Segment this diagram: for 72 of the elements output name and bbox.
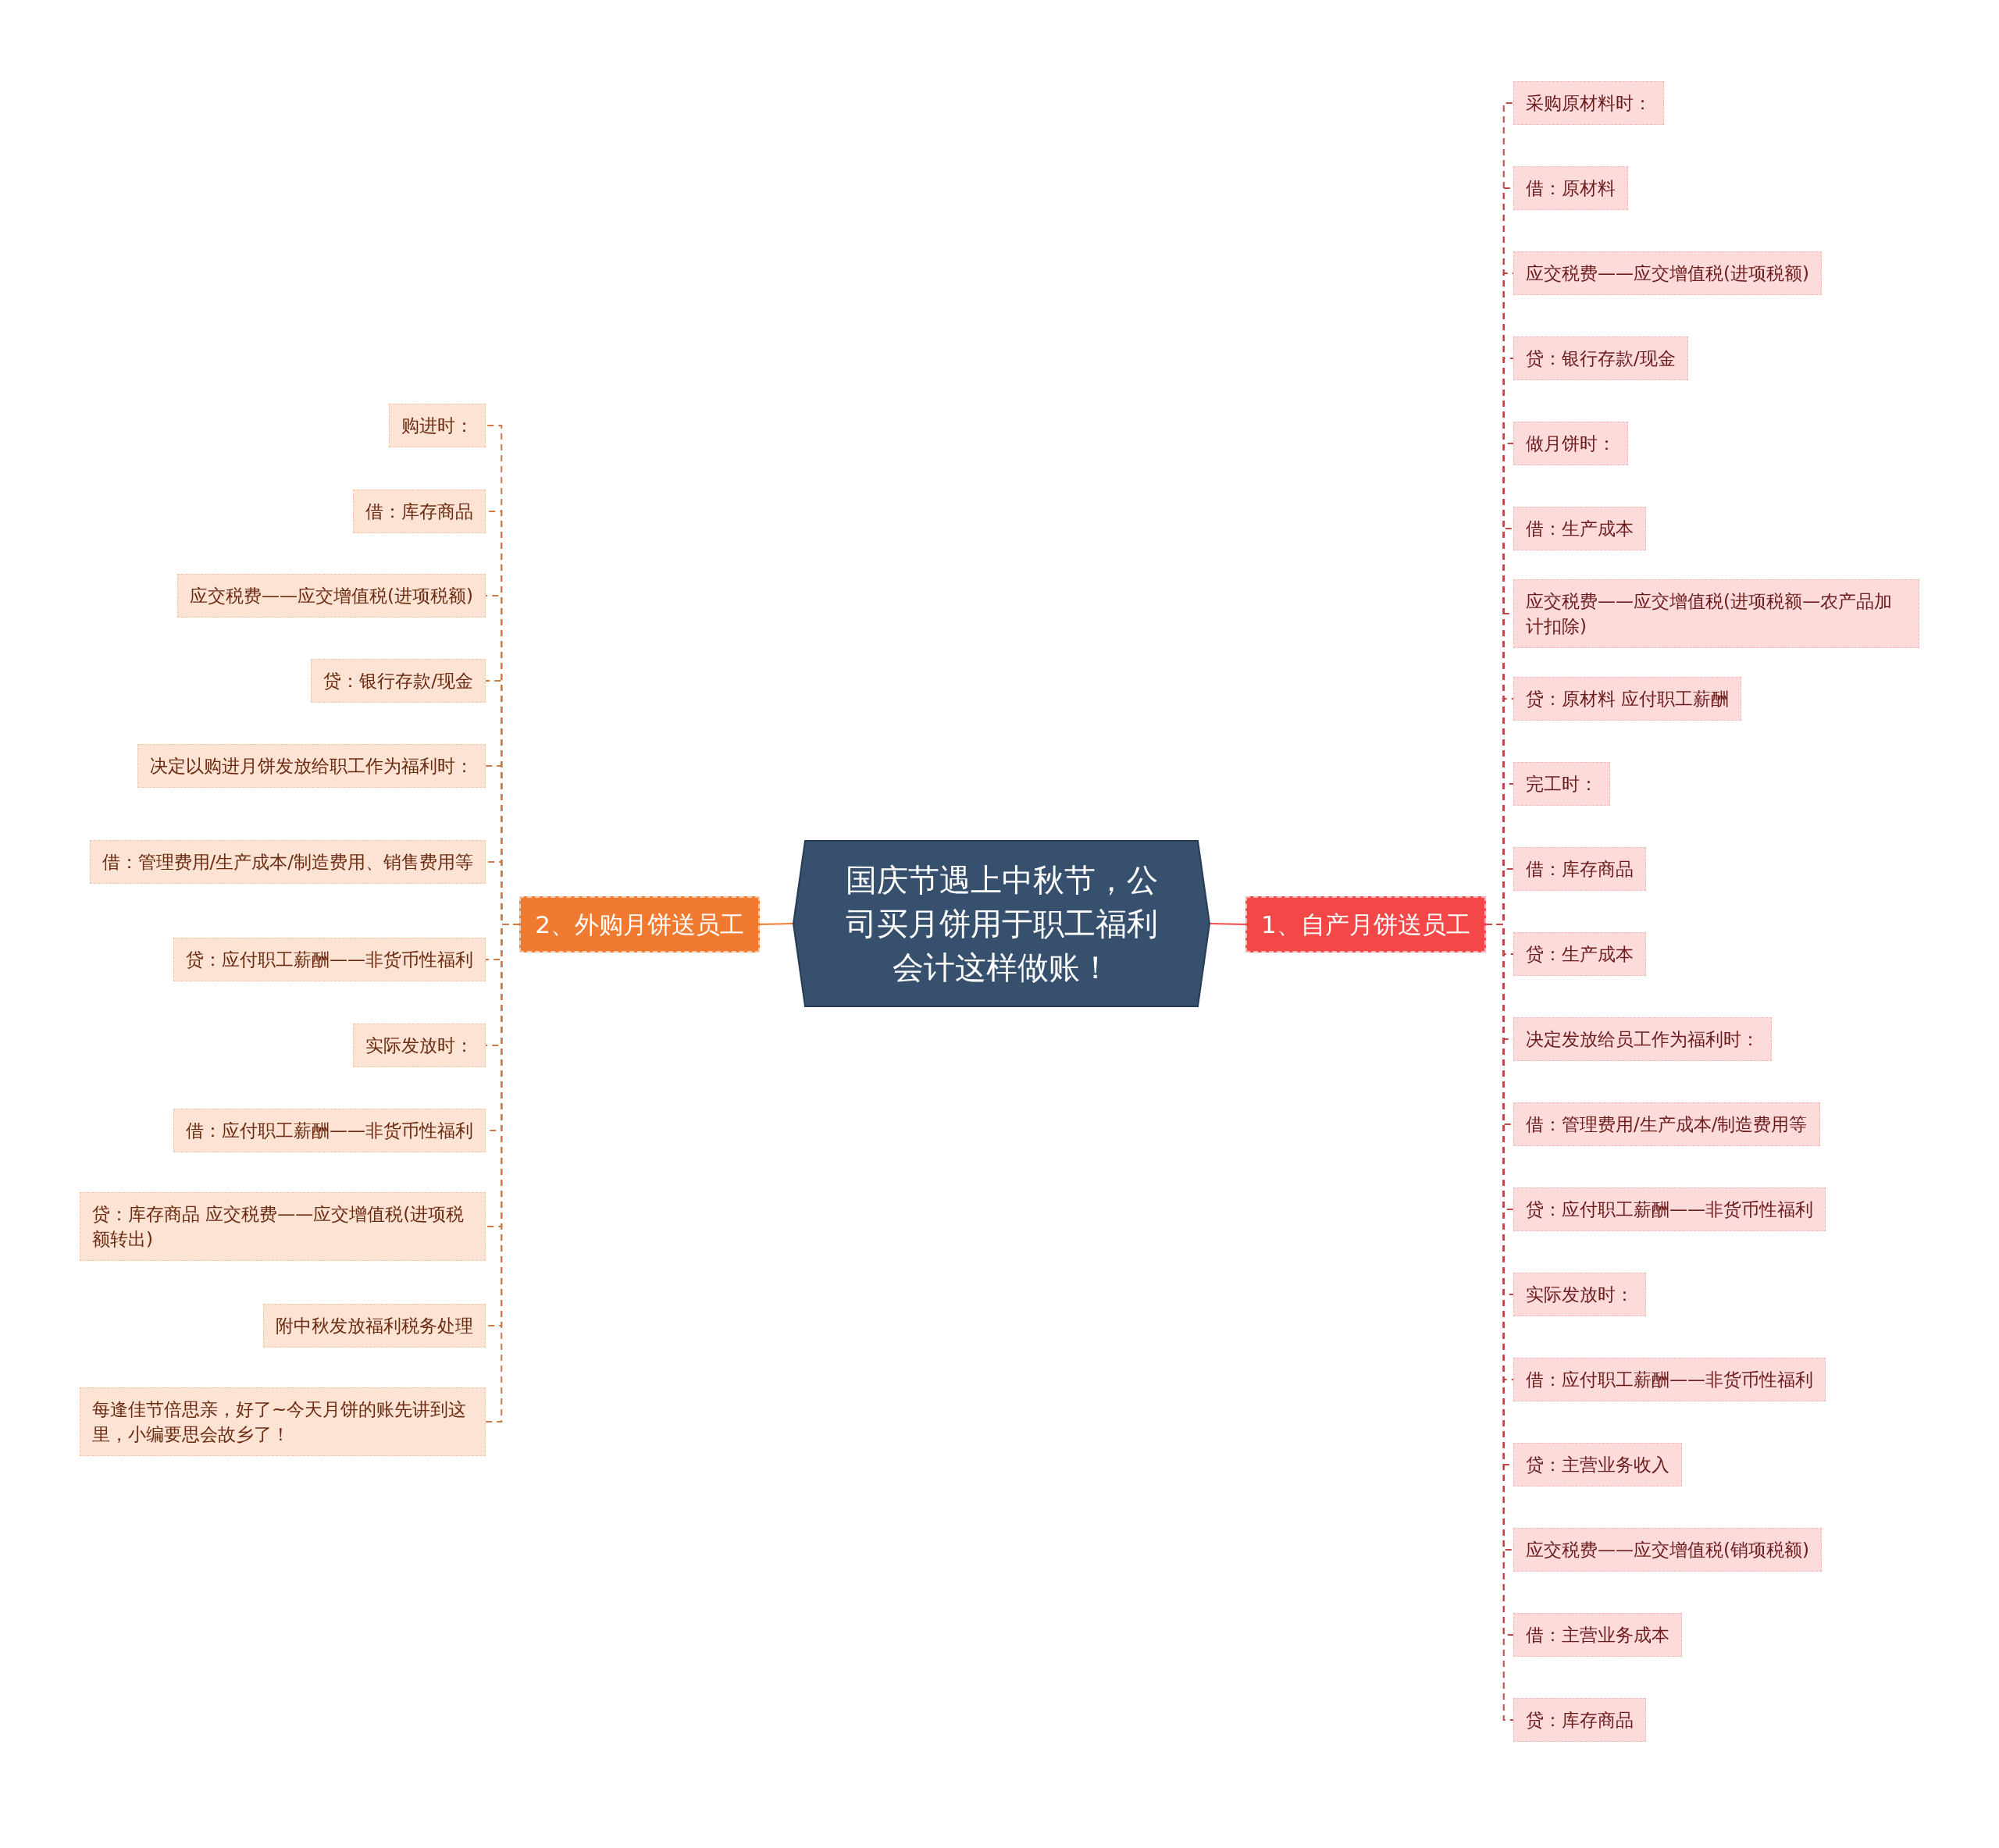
leaf-topic <box>263 1304 486 1348</box>
topic-text: 应交税费——应交增值税(进项税额) <box>1526 262 1809 285</box>
topic-text: 决定发放给员工作为福利时： <box>1526 1028 1759 1051</box>
leaf-topic <box>389 404 486 447</box>
topic-text: 贷：应付职工薪酬——非货币性福利 <box>1526 1198 1813 1221</box>
topic-text: 贷：银行存款/现金 <box>323 670 473 693</box>
topic-text: 1、自产月饼送员工 <box>1261 910 1470 940</box>
topic-text: 借：库存商品 <box>365 500 473 523</box>
leaf-topic <box>1513 932 1646 976</box>
topic-text: 附中秋发放福利税务处理 <box>276 1315 473 1337</box>
leaf-topic <box>1513 422 1628 465</box>
leaf-topic <box>353 1024 486 1067</box>
leaf-topic <box>1513 507 1646 550</box>
topic-text: 借：主营业务成本 <box>1526 1624 1669 1647</box>
topic-text: 贷：银行存款/现金 <box>1526 347 1676 370</box>
leaf-topic <box>1513 579 1919 648</box>
leaf-topic <box>173 1109 486 1152</box>
topic-text: 贷：库存商品 <box>1526 1709 1634 1732</box>
topic-text: 做月饼时： <box>1526 433 1616 455</box>
leaf-topic <box>177 574 486 618</box>
topic-text: 借：管理费用/生产成本/制造费用等 <box>1526 1113 1808 1136</box>
leaf-topic <box>137 744 486 788</box>
topic-text: 借：应付职工薪酬——非货币性福利 <box>1526 1369 1813 1391</box>
topic-text: 贷：应付职工薪酬——非货币性福利 <box>186 949 473 971</box>
connector <box>1210 923 1246 925</box>
topic-text: 每逢佳节倍思亲，好了~今天月饼的账先讲到这里，小编要思会故乡了！ <box>92 1398 468 1446</box>
leaf-topic <box>1513 762 1610 806</box>
leaf-topic <box>1513 1528 1822 1572</box>
topic-text: 借：库存商品 <box>1526 858 1634 881</box>
topic-text: 应交税费——应交增值税(进项税额—农产品加计扣除) <box>1526 590 1893 638</box>
topic-text: 完工时： <box>1526 773 1598 796</box>
leaf-topic <box>80 1387 486 1456</box>
leaf-topic <box>1513 336 1688 380</box>
leaf-topic <box>173 938 486 981</box>
leaf-topic <box>1513 1443 1682 1487</box>
topic-text: 购进时： <box>401 415 473 437</box>
leaf-topic <box>1513 1613 1682 1657</box>
topic-text: 决定以购进月饼发放给职工作为福利时： <box>150 755 473 778</box>
topic-text: 借：原材料 <box>1526 177 1616 200</box>
topic-text: 实际发放时： <box>365 1034 473 1057</box>
topic-text: 贷：库存商品 应交税费——应交增值税(进项税额转出) <box>92 1203 465 1251</box>
topic-text: 借：管理费用/生产成本/制造费用、销售费用等 <box>102 851 473 874</box>
central-topic <box>793 840 1210 1007</box>
topic-text: 贷：生产成本 <box>1526 943 1634 966</box>
topic-text: 实际发放时： <box>1526 1284 1634 1306</box>
topic-text: 贷：原材料 应付职工薪酬 <box>1526 688 1730 710</box>
topic-text: 采购原材料时： <box>1526 92 1652 115</box>
connector <box>759 923 793 925</box>
leaf-topic <box>1513 677 1742 721</box>
leaf-topic <box>89 840 486 884</box>
leaf-topic <box>1513 1358 1826 1401</box>
leaf-topic <box>1513 847 1646 891</box>
leaf-topic <box>1513 81 1664 125</box>
leaf-topic <box>1513 251 1822 295</box>
branch-topic <box>1245 896 1486 952</box>
leaf-topic <box>1513 1102 1820 1146</box>
leaf-topic <box>1513 1698 1646 1742</box>
leaf-topic <box>1513 1017 1772 1061</box>
leaf-topic <box>353 490 486 533</box>
leaf-topic <box>1513 1273 1646 1316</box>
leaf-topic <box>311 659 486 703</box>
leaf-topic <box>1513 1187 1826 1231</box>
leaf-topic <box>80 1192 486 1261</box>
branch-topic <box>519 896 760 952</box>
topic-text: 国庆节遇上中秋节，公司买月饼用于职工福利会计这样做账！ <box>844 861 1159 987</box>
topic-text: 2、外购月饼送员工 <box>535 910 744 940</box>
topic-text: 应交税费——应交增值税(进项税额) <box>190 585 473 607</box>
topic-text: 借：应付职工薪酬——非货币性福利 <box>186 1120 473 1142</box>
leaf-topic <box>1513 166 1628 210</box>
topic-text: 借：生产成本 <box>1526 518 1634 540</box>
topic-text: 贷：主营业务收入 <box>1526 1454 1669 1476</box>
topic-text: 应交税费——应交增值税(销项税额) <box>1526 1539 1809 1561</box>
